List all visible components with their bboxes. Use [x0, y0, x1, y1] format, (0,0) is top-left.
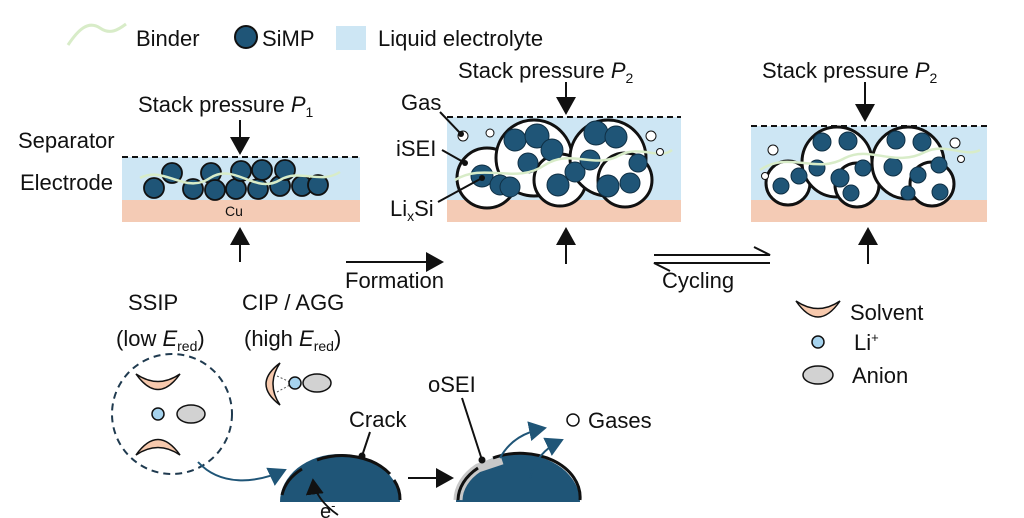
stack-pressure-p2-label: Stack pressure P2 [762, 58, 938, 86]
lixsi-particles [470, 120, 648, 198]
separator-label: Separator [18, 128, 115, 153]
ssip-energy-label: (low Ered) [116, 326, 205, 354]
cip-label: CIP / AGG [242, 290, 344, 315]
lixsi-label: LixSi [390, 196, 434, 224]
binder-legend-label: Binder [136, 26, 200, 51]
gas-bubble-icon [566, 413, 580, 427]
anion-icon [176, 404, 206, 424]
electron-label: e- [320, 498, 335, 518]
li-ion-icon [811, 335, 825, 349]
cu-label: Cu [225, 203, 243, 219]
ssip-boundary [111, 353, 233, 475]
simp-legend-label: SiMP [262, 26, 315, 51]
crack-pointer [361, 431, 371, 457]
electrode-label: Electrode [20, 170, 113, 195]
ssip-label: SSIP [128, 290, 178, 315]
gas-bubbles [457, 128, 664, 156]
lixsi-pointer [437, 177, 483, 203]
osei-particle-core [456, 454, 580, 502]
simp-legend-swatch [234, 25, 258, 49]
gas-pointer-dot [458, 131, 464, 137]
solvent-icon [265, 362, 281, 406]
cracked-particle-shell [280, 467, 303, 496]
gas-pointer [439, 111, 462, 135]
lixsi-pointer-dot [479, 175, 485, 181]
crack-label: Crack [349, 407, 407, 432]
formation-label: Formation [345, 268, 444, 293]
electrolyte-legend-label: Liquid electrolyte [378, 26, 543, 51]
binder-strand [139, 170, 341, 186]
anion-label: Anion [852, 363, 908, 388]
legend: Binder SiMP Liquid electrolyte [66, 22, 543, 51]
gas-evolution-arrow [529, 437, 564, 479]
isei-pointer-dot [462, 160, 468, 166]
cracked-particle-shell [316, 454, 392, 476]
crack-osei-schematic: Crack e- oSEI Gases [197, 372, 652, 518]
li-ion-icon [288, 376, 302, 390]
cycling-arrow-back-head [653, 262, 671, 272]
gas-bubbles [761, 137, 965, 180]
isei-pointer [441, 149, 466, 164]
cu-current-collector [122, 200, 360, 222]
solvent-icon [795, 300, 841, 318]
species-legend: Solvent Li+ Anion [795, 300, 923, 388]
binder-strand [454, 148, 673, 182]
cip-energy-label: (high Ered) [244, 326, 341, 354]
stack-pressure-p2-label: Stack pressure P2 [458, 58, 634, 86]
anion-icon [302, 373, 332, 393]
solvent-label: Solvent [850, 300, 923, 325]
cycling-label: Cycling [662, 268, 734, 293]
isei-shell [492, 451, 582, 501]
solvent-icon [135, 438, 181, 456]
gas-label: Gas [401, 90, 441, 115]
cycling-arrow-forward-head [753, 246, 771, 256]
electrolyte-legend-swatch [336, 26, 366, 50]
solvation-structures: SSIP (low Ered) CIP / AGG (high Ered) [111, 290, 344, 475]
panel-pristine: Cu Stack pressure P1 Separator Electrode [18, 92, 360, 262]
cracked-particle-core [280, 454, 400, 502]
ssip-to-crack-arrow [197, 461, 287, 486]
coordination-line [276, 375, 291, 383]
panel-after-formation: Stack pressure P2 Gas iSEI LixSi [390, 58, 681, 264]
li-ion-icon [151, 407, 165, 421]
panel-after-cycling: Stack pressure P2 [751, 58, 987, 264]
anion-icon [802, 365, 834, 385]
isei-shell [456, 466, 479, 501]
osei-label: oSEI [428, 372, 476, 397]
osei-pointer [461, 397, 483, 461]
coordination-line [276, 384, 291, 393]
binder-legend-swatch [66, 22, 127, 46]
stack-pressure-p1-label: Stack pressure P1 [138, 92, 314, 120]
gases-label: Gases [588, 408, 652, 433]
simp-particles [772, 130, 949, 202]
li-label: Li+ [854, 330, 879, 355]
isei-label: iSEI [396, 136, 436, 161]
gas-evolution-arrow [499, 421, 547, 459]
binder-strand [759, 147, 981, 172]
electron-path [305, 478, 339, 516]
cracked-particle-shell [392, 479, 402, 501]
solvent-icon [135, 373, 181, 391]
